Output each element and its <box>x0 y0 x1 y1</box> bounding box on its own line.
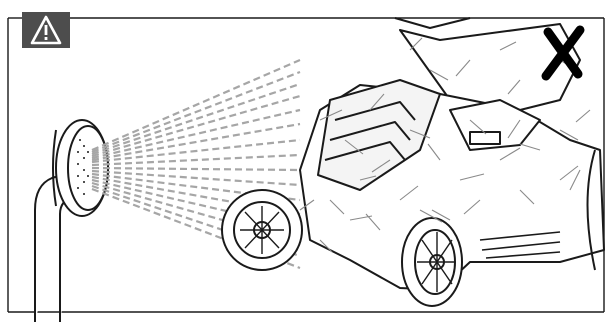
lawn-mower-illustration <box>222 18 604 306</box>
warning-badge <box>22 12 70 48</box>
warning-triangle-icon <box>22 12 70 48</box>
